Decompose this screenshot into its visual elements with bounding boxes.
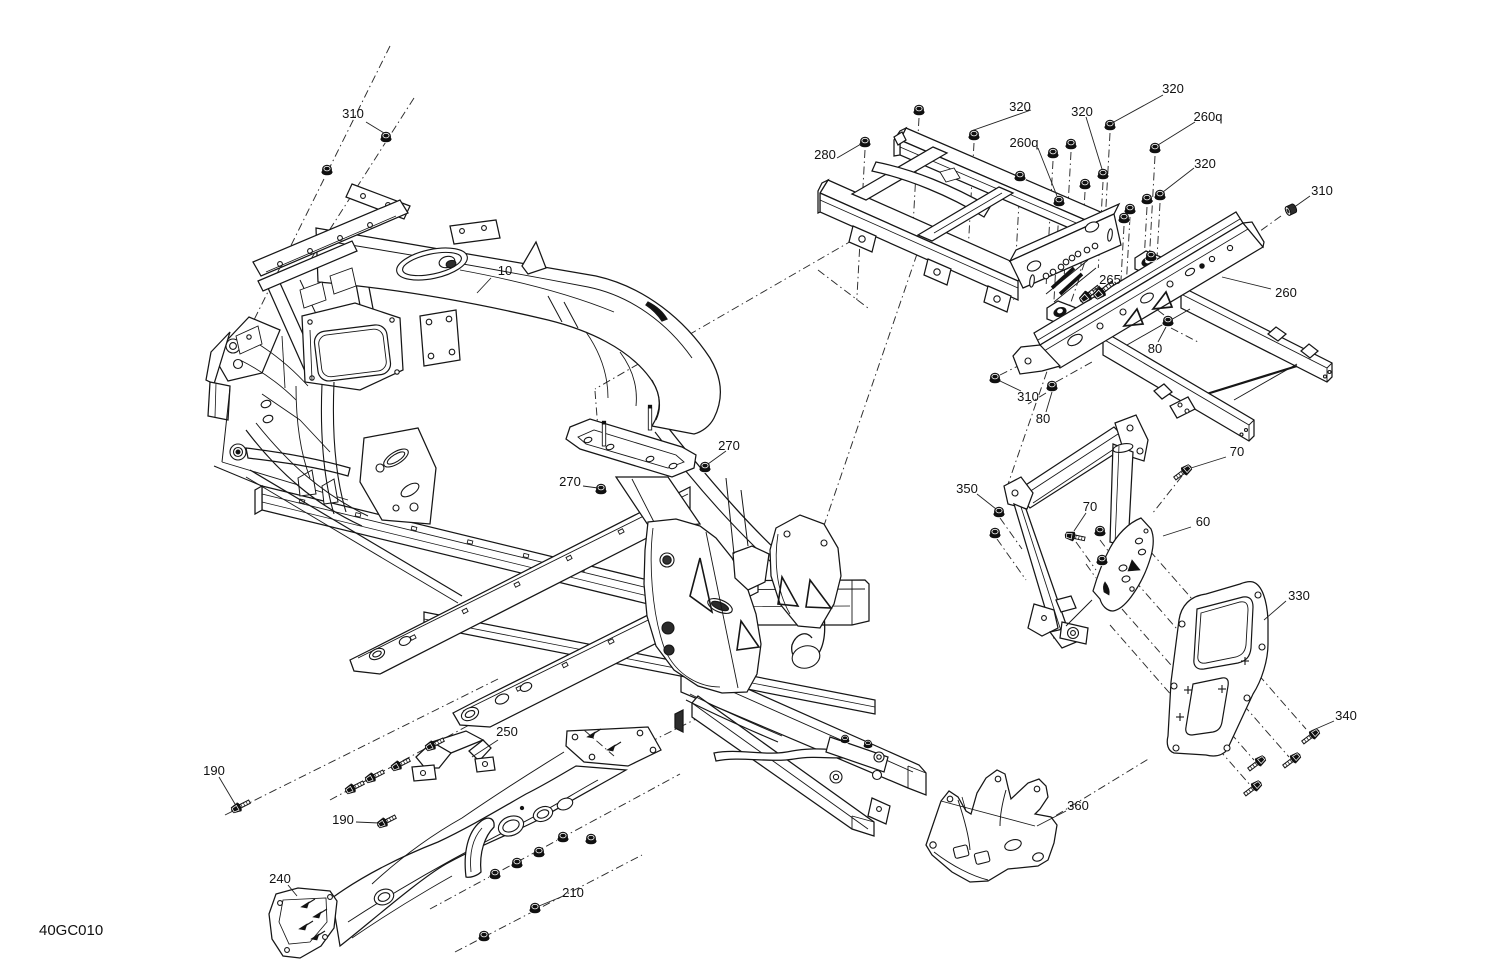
svg-text:310: 310 — [1017, 389, 1039, 404]
svg-text:310: 310 — [342, 106, 364, 121]
svg-text:60: 60 — [1196, 514, 1210, 529]
svg-text:280: 280 — [814, 147, 836, 162]
svg-text:310: 310 — [1311, 183, 1333, 198]
svg-text:80: 80 — [1036, 411, 1050, 426]
svg-text:240: 240 — [269, 871, 291, 886]
svg-text:270: 270 — [559, 474, 581, 489]
svg-text:270: 270 — [718, 438, 740, 453]
svg-text:260q: 260q — [1194, 109, 1223, 124]
svg-text:70: 70 — [1230, 444, 1244, 459]
svg-text:70: 70 — [1083, 499, 1097, 514]
svg-text:340: 340 — [1335, 708, 1357, 723]
svg-text:320: 320 — [1071, 104, 1093, 119]
svg-text:260: 260 — [1275, 285, 1297, 300]
svg-text:190: 190 — [332, 812, 354, 827]
svg-text:210: 210 — [562, 885, 584, 900]
svg-text:350: 350 — [956, 481, 978, 496]
svg-text:40GC010: 40GC010 — [39, 922, 103, 939]
svg-text:80: 80 — [1148, 341, 1162, 356]
svg-text:320: 320 — [1009, 99, 1031, 114]
svg-text:260q: 260q — [1010, 135, 1039, 150]
svg-text:10: 10 — [498, 263, 512, 278]
svg-text:250: 250 — [496, 724, 518, 739]
svg-text:330: 330 — [1288, 588, 1310, 603]
svg-text:320: 320 — [1162, 81, 1184, 96]
svg-text:360: 360 — [1067, 798, 1089, 813]
svg-text:320: 320 — [1194, 156, 1216, 171]
svg-text:265: 265 — [1099, 272, 1121, 287]
svg-text:190: 190 — [203, 763, 225, 778]
